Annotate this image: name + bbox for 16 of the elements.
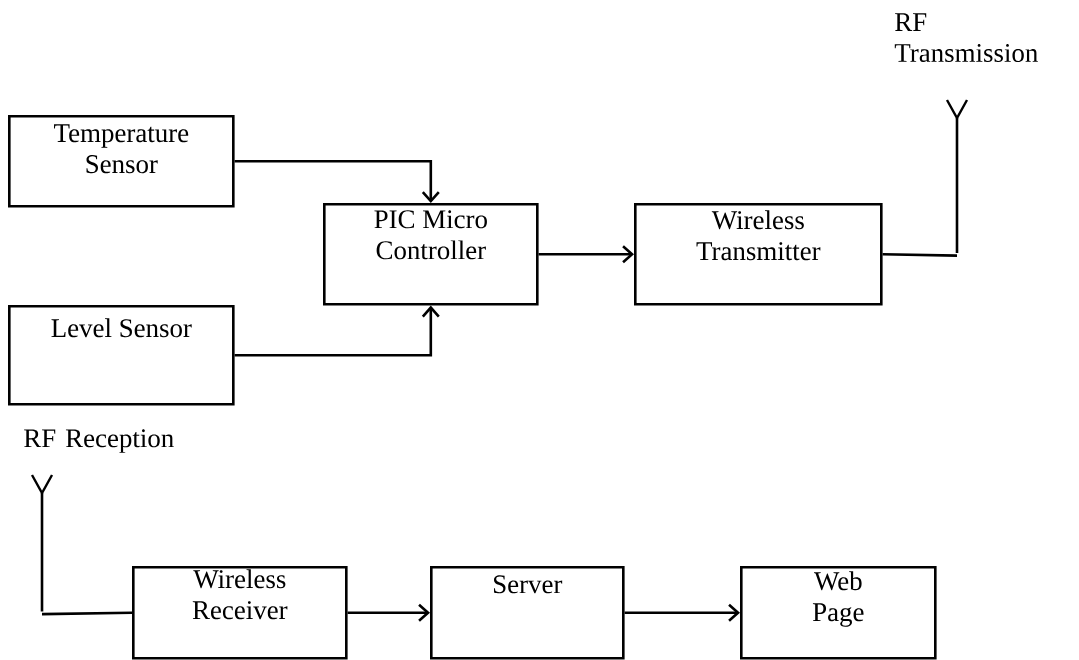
block-box: Level Sensor: [8, 305, 235, 406]
arrow: [347, 603, 430, 622]
block-box: Web Page: [740, 566, 937, 660]
arrow: [234, 160, 440, 203]
antenna-drawing: [945, 99, 969, 253]
block-box: Wireless Receiver: [132, 566, 348, 660]
block-box: PIC Micro Controller: [323, 203, 539, 306]
antenna-label: RF Transmission: [894, 13, 1038, 63]
antenna-label: RF Reception: [24, 429, 174, 453]
block-box: Temperature Sensor: [8, 115, 235, 208]
block-box: Server: [430, 566, 625, 660]
arrow: [624, 603, 740, 622]
arrow: [538, 245, 634, 264]
arrow: [234, 305, 440, 357]
antenna-drawing: [30, 474, 54, 612]
block-box: Wireless Transmitter: [634, 203, 883, 306]
